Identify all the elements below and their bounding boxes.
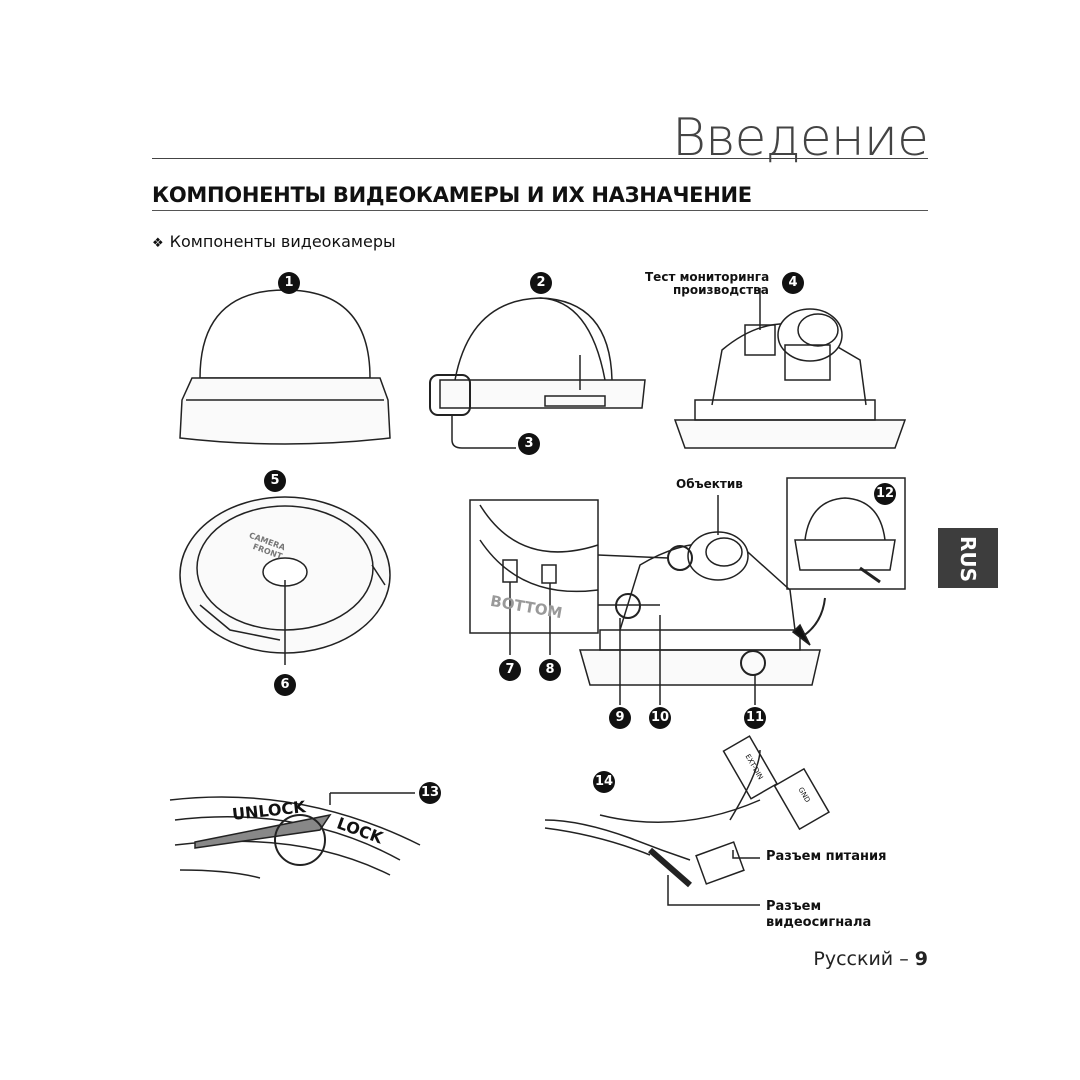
callout-14: 14: [593, 771, 615, 793]
section-divider: [152, 210, 928, 211]
label-test-monitor-line1: Тест мониторинга: [645, 270, 770, 284]
subsection-text: Компоненты видеокамеры: [169, 232, 396, 251]
cable-assembly-drawing: [544, 735, 830, 906]
label-video-connector-line2: видеосигнала: [766, 915, 872, 930]
label-test-monitor-line2: производства: [673, 283, 769, 297]
callout-7: 7: [499, 659, 521, 681]
language-tab-label: RUS: [956, 536, 980, 583]
base-plate-drawing: [179, 496, 391, 665]
callout-13: 13: [419, 782, 441, 804]
subsection-title: ❖ Компоненты видеокамеры: [152, 232, 396, 254]
callout-3: 3: [518, 433, 540, 455]
footer-language: Русский: [813, 948, 894, 970]
diamond-bullet-icon: ❖: [152, 236, 164, 251]
section-heading: КОМПОНЕНТЫ ВИДЕОКАМЕРЫ И ИХ НАЗНАЧЕНИЕ: [152, 183, 752, 207]
inner-cover-drawing: [429, 297, 646, 449]
label-lens: Объектив: [676, 477, 743, 491]
callout-1: 1: [278, 272, 300, 294]
lens-module-drawing: [579, 495, 821, 705]
callout-10: 10: [649, 707, 671, 729]
lock-ring-drawing: [169, 792, 421, 879]
page-footer: Русский – 9: [813, 948, 928, 970]
inset-close-up-drawing: [469, 499, 599, 655]
page-number: 9: [914, 948, 928, 970]
language-side-tab: RUS: [938, 528, 998, 588]
dome-cover-drawing: [179, 289, 391, 445]
callout-5: 5: [264, 470, 286, 492]
footer-separator: –: [893, 948, 915, 970]
callout-11: 11: [744, 707, 766, 729]
label-power-connector: Разъем питания: [766, 849, 887, 864]
header-divider: [152, 158, 928, 159]
callout-8: 8: [539, 659, 561, 681]
callout-9: 9: [609, 707, 631, 729]
callout-12: 12: [874, 483, 896, 505]
label-video-connector-line1: Разъем: [766, 899, 822, 914]
callout-2: 2: [530, 272, 552, 294]
callout-4: 4: [782, 272, 804, 294]
dome-inset-drawing: [786, 477, 906, 646]
camera-module-drawing: [673, 288, 907, 449]
callout-6: 6: [274, 674, 296, 696]
